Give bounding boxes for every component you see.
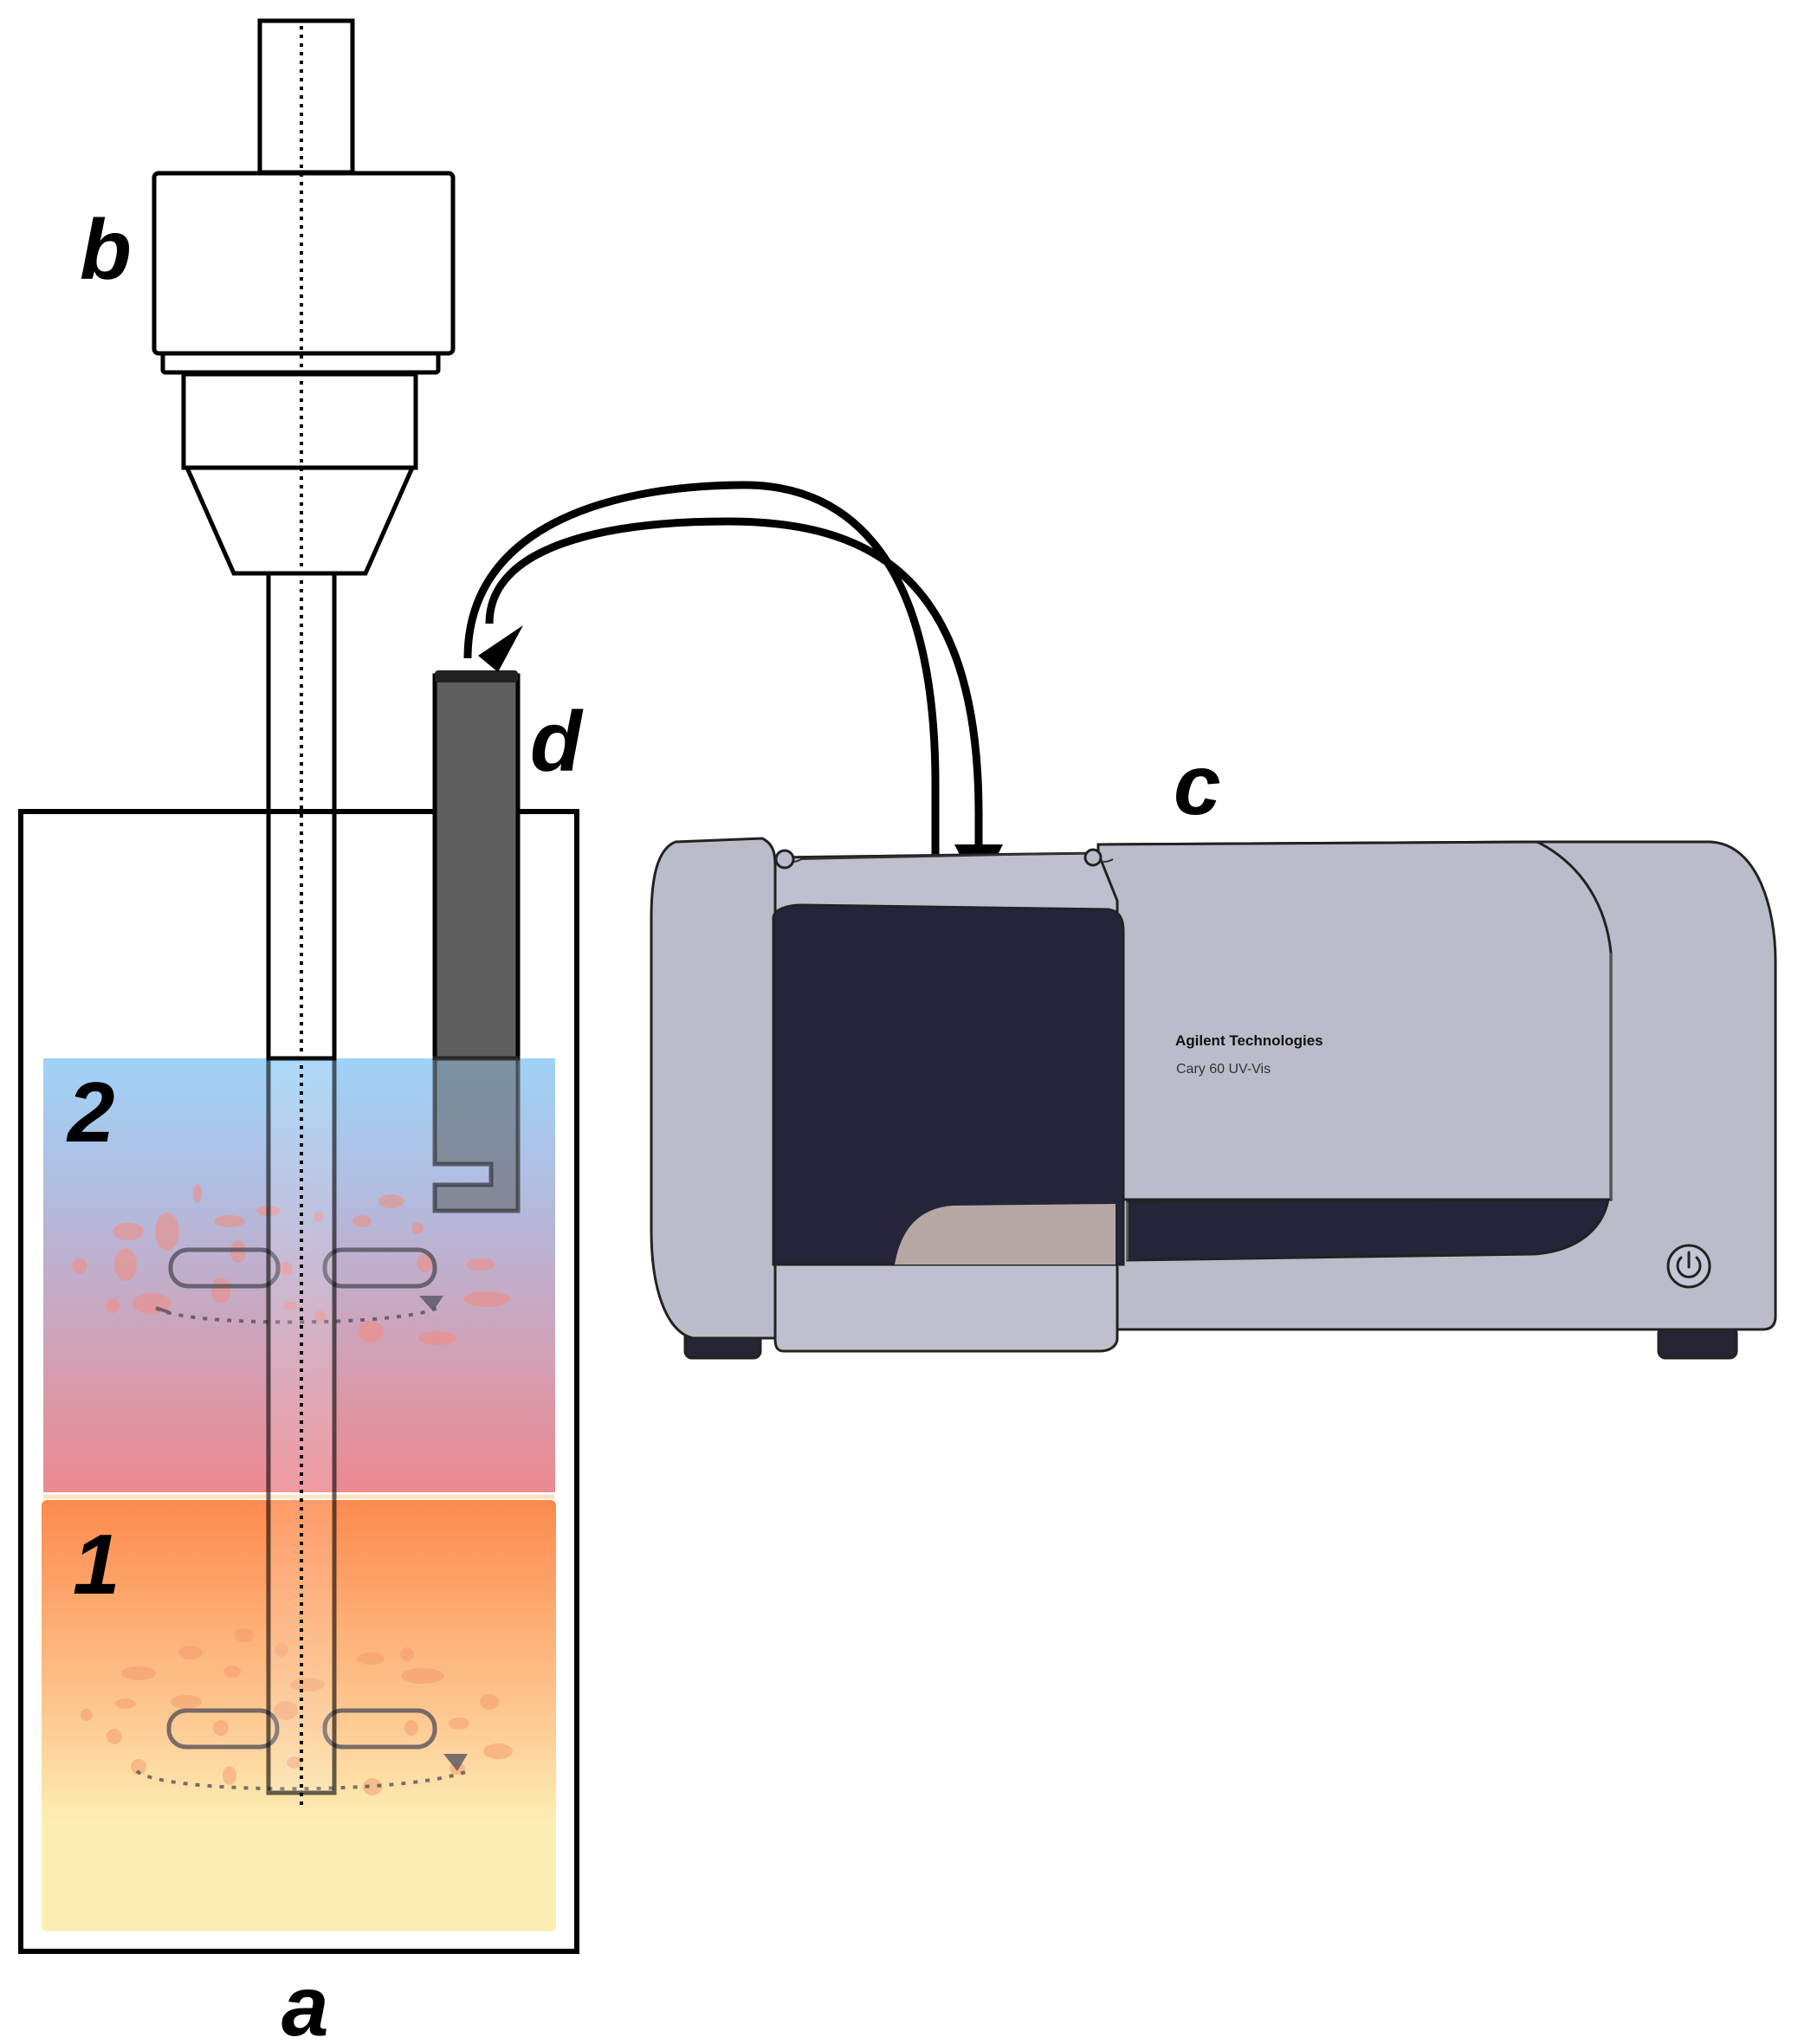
sample-compartment-door [772,903,1125,1266]
fiber-optic-cable [463,481,983,888]
instrument-brand: Agilent Technologies [1175,1032,1323,1049]
impeller-lower [135,1708,469,1791]
stirrer-motor-top [257,18,355,175]
impeller-upper [154,1247,438,1324]
spectrometer-left-cap [650,837,777,1340]
instrument-model: Cary 60 UV-Vis [1176,1062,1271,1077]
label-phase-1: 1 [73,1517,120,1612]
label-a: a [281,1958,329,2044]
label-c: c [1174,737,1221,832]
rotation-arrow-lower [443,1754,468,1771]
droplets-lower [81,1628,513,1795]
stirrer [152,18,456,576]
liquid-phase-1 [42,1494,556,1931]
spectrometer [650,837,1777,1360]
label-d: d [530,694,584,789]
stirrer-motor-housing [152,171,456,356]
stirring-shaft [266,26,337,1806]
spectrometer-lid [1096,840,1613,1201]
droplets-upper [72,1184,510,1345]
spectrometer-foot-right [1657,1325,1738,1360]
spectrometer-front-band [1126,1198,1610,1262]
power-button[interactable] [1666,1244,1711,1289]
label-b: b [80,202,132,297]
sample-window [895,1204,1116,1265]
vessel [18,809,579,1954]
rotation-arrow-upper [419,1296,443,1311]
power-icon [1676,1251,1702,1278]
label-phase-2: 2 [66,1064,115,1160]
arrow-head-icon [478,625,523,672]
probe [432,670,521,1213]
